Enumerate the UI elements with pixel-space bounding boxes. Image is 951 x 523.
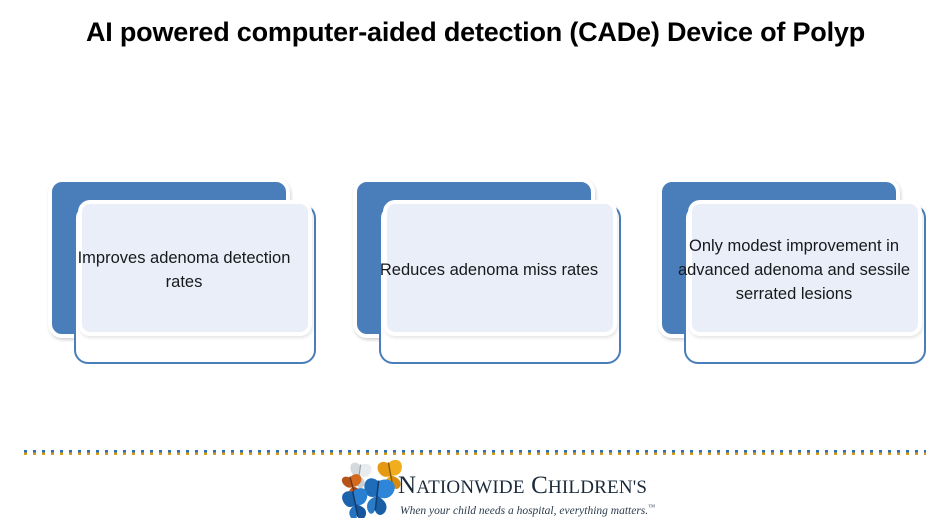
trademark-mark: ™ xyxy=(648,503,656,511)
wordmark-nationwide: ATIONWIDE xyxy=(416,477,525,498)
wordmark-childrens: HILDREN'S xyxy=(547,477,648,498)
card-inner-panel xyxy=(688,200,922,336)
page-title: AI powered computer-aided detection (CAD… xyxy=(85,17,866,47)
footer-divider xyxy=(24,450,926,455)
card-inner-panel xyxy=(78,200,312,336)
card-reduces-adenoma-miss-rates[interactable]: Reduces adenoma miss rates xyxy=(345,170,621,370)
butterflies-icon xyxy=(338,459,416,521)
card-inner-panel xyxy=(383,200,617,336)
wordmark-n: N xyxy=(398,472,417,499)
card-only-modest-improvement[interactable]: Only modest improvement in advanced aden… xyxy=(650,170,926,370)
logo-tagline: When your child needs a hospital, everyt… xyxy=(400,501,655,518)
logo-tagline-text: When your child needs a hospital, everyt… xyxy=(400,504,649,517)
card-improves-adenoma-detection-rates[interactable]: Improves adenoma detection rates xyxy=(40,170,316,370)
nationwide-childrens-logo: NATIONWIDE CHILDREN'S When your child ne… xyxy=(338,459,655,521)
logo-wordmark: NATIONWIDE CHILDREN'S xyxy=(398,472,647,501)
wordmark-c: C xyxy=(531,472,548,499)
card-label: Improves adenoma detection rates xyxy=(77,249,291,291)
card-label: Reduces adenoma miss rates xyxy=(379,261,599,279)
card-label: Only modest improvement in advanced aden… xyxy=(677,237,911,303)
